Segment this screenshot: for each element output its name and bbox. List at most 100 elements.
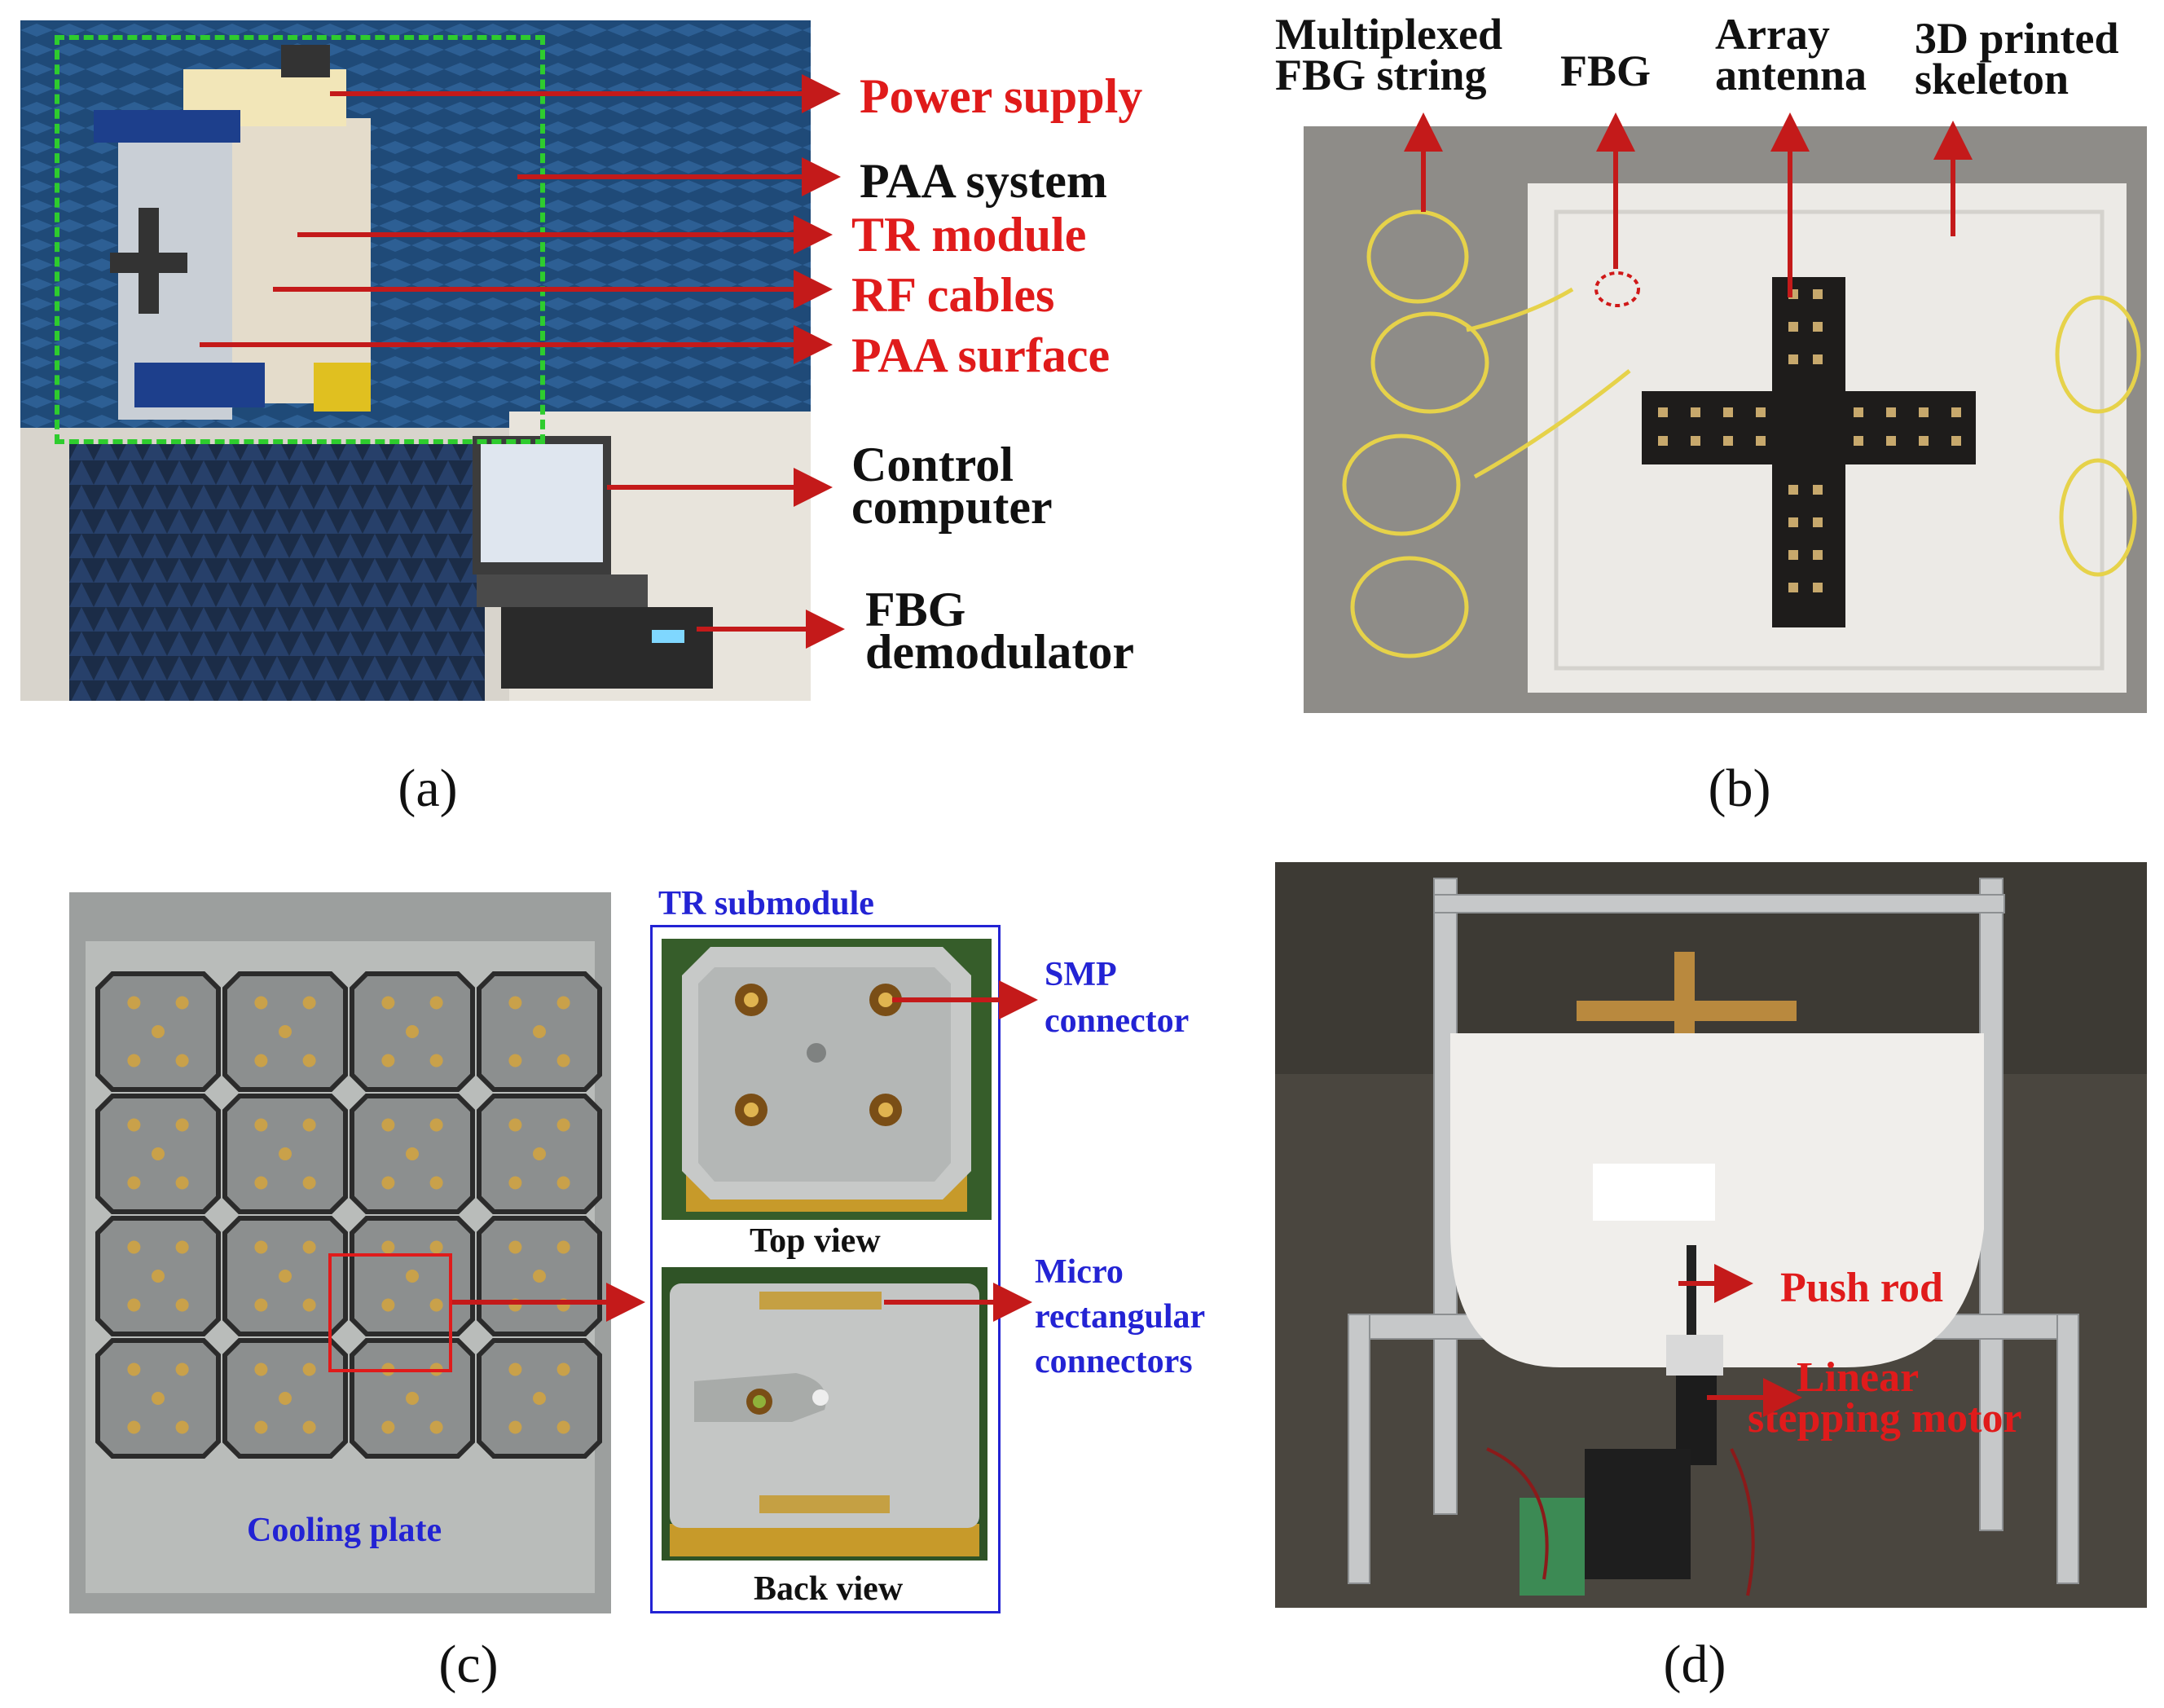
label-fbg-demodulator-2: demodulator <box>865 625 1134 679</box>
caption-c: (c) <box>438 1635 499 1694</box>
smp-pin <box>381 996 395 1010</box>
smp-pin <box>302 1176 316 1190</box>
smp-pin <box>302 1240 316 1254</box>
label-array-antenna-2: antenna <box>1715 51 1867 99</box>
label-multiplexed-2: FBG string <box>1275 51 1487 99</box>
smp-pin <box>302 1298 316 1312</box>
smp-pin <box>152 1270 165 1283</box>
smp-pin <box>381 1420 395 1434</box>
caption-a: (a) <box>398 759 458 818</box>
label-fbg-demodulator-1: FBG <box>865 583 966 636</box>
smp-pin <box>508 1176 522 1190</box>
smp-pin <box>302 1118 316 1132</box>
smp-pin <box>429 1054 443 1068</box>
smp-pin <box>556 1298 570 1312</box>
panel-b-scene <box>1304 126 2147 713</box>
smp-pin <box>254 996 268 1010</box>
back-view-scene <box>662 1267 987 1561</box>
label-micro-rect-1: Micro <box>1035 1253 1124 1291</box>
label-control-computer-1: Control <box>851 438 1014 491</box>
smp-pin <box>533 1025 546 1038</box>
smp-pin <box>556 996 570 1010</box>
smp-pin <box>175 1420 189 1434</box>
label-skeleton-2: skeleton <box>1915 55 2069 103</box>
smp-pin <box>381 1054 395 1068</box>
label-top-view: Top view <box>750 1222 881 1260</box>
label-push-rod: Push rod <box>1780 1265 1943 1311</box>
label-tr-submodule: TR submodule <box>658 885 874 922</box>
smp-pin <box>254 1118 268 1132</box>
smp-pin <box>406 1147 419 1160</box>
label-cooling-plate: Cooling plate <box>247 1512 442 1549</box>
smp-pin <box>508 1054 522 1068</box>
smp-pin <box>175 1240 189 1254</box>
smp-pin <box>406 1392 419 1405</box>
smp-pin <box>533 1147 546 1160</box>
smp-pin <box>254 1176 268 1190</box>
smp-pin <box>533 1392 546 1405</box>
smp-pin <box>127 1240 141 1254</box>
smp-pin <box>175 1298 189 1312</box>
smp-pin <box>556 1118 570 1132</box>
smp-pin <box>406 1270 419 1283</box>
smp-pin <box>556 1054 570 1068</box>
label-paa-surface: PAA surface <box>851 328 1111 382</box>
panel-a-scene <box>20 20 811 701</box>
label-smp-connector-1: SMP <box>1045 956 1117 993</box>
label-tr-module: TR module <box>851 208 1087 262</box>
smp-pin <box>429 1240 443 1254</box>
smp-pin <box>254 1298 268 1312</box>
smp-pin <box>381 1298 395 1312</box>
smp-pin <box>302 996 316 1010</box>
smp-pin <box>429 996 443 1010</box>
caption-b: (b) <box>1708 759 1771 818</box>
tr-back-view-photo <box>662 1267 987 1561</box>
smp-pin <box>429 1298 443 1312</box>
tr-top-view-photo <box>662 939 992 1220</box>
label-back-view: Back view <box>754 1570 904 1608</box>
smp-pin <box>279 1392 292 1405</box>
smp-pin <box>429 1118 443 1132</box>
smp-pin <box>533 1270 546 1283</box>
smp-pin <box>508 1240 522 1254</box>
smp-pin <box>381 1240 395 1254</box>
label-micro-rect-2: rectangular <box>1035 1298 1206 1336</box>
smp-pin <box>127 1420 141 1434</box>
label-power-supply: Power supply <box>860 69 1143 123</box>
smp-pin <box>302 1420 316 1434</box>
smp-pin <box>254 1420 268 1434</box>
smp-pin <box>152 1147 165 1160</box>
smp-pin <box>279 1270 292 1283</box>
smp-pin <box>175 1054 189 1068</box>
top-view-scene <box>662 939 992 1220</box>
smp-pin <box>429 1420 443 1434</box>
smp-pin <box>152 1025 165 1038</box>
smp-pin <box>381 1176 395 1190</box>
smp-pin <box>175 1176 189 1190</box>
smp-pin <box>556 1240 570 1254</box>
smp-pin <box>508 996 522 1010</box>
smp-pin <box>556 1176 570 1190</box>
smp-pin <box>127 1176 141 1190</box>
smp-pin <box>302 1054 316 1068</box>
smp-pin <box>381 1118 395 1132</box>
smp-pin <box>556 1362 570 1376</box>
paa-highlight-frame <box>55 35 545 444</box>
smp-pin <box>429 1362 443 1376</box>
smp-pin <box>279 1025 292 1038</box>
tr-submodule-box <box>650 925 1001 1613</box>
label-skeleton-1: 3D printed <box>1915 14 2119 63</box>
label-micro-rect-3: connectors <box>1035 1343 1193 1380</box>
smp-pin <box>175 996 189 1010</box>
label-rf-cables: RF cables <box>851 268 1055 322</box>
smp-pin <box>429 1176 443 1190</box>
smp-pin <box>302 1362 316 1376</box>
smp-pin <box>127 996 141 1010</box>
label-array-antenna-1: Array <box>1715 10 1830 59</box>
label-linear-2: stepping motor <box>1748 1395 2022 1442</box>
panel-d-scene <box>1275 862 2147 1608</box>
smp-pin <box>127 1298 141 1312</box>
panel-c-cooling-plate-photo <box>69 892 611 1613</box>
panel-d-photo <box>1275 862 2147 1608</box>
label-linear-1: Linear <box>1797 1354 1920 1401</box>
